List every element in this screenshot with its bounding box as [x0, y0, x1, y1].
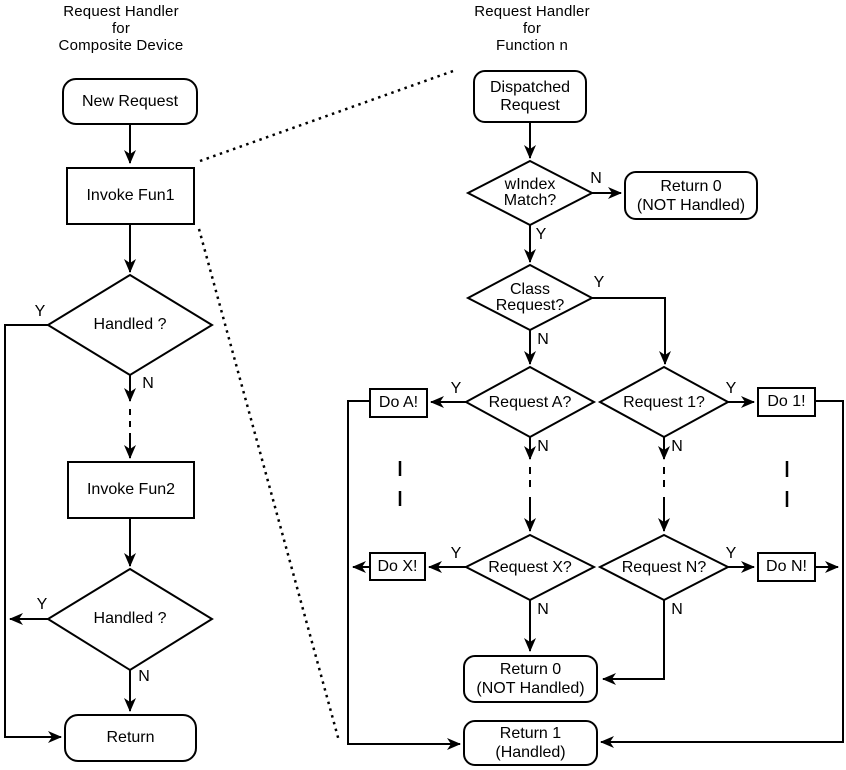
request-1-label: Request 1? [623, 394, 705, 411]
request-n-no-label: N [671, 601, 683, 618]
do-1-node: Do 1! [757, 387, 816, 417]
line-do1-to-return1 [600, 400, 844, 748]
line-doa-to-return1 [347, 400, 461, 750]
request-1-no-label: N [671, 438, 683, 455]
windex-no-label: N [590, 170, 602, 187]
return0-bottom-node: Return 0 (NOT Handled) [463, 655, 598, 703]
request-1-yes-label: Y [725, 380, 737, 397]
do-n-node: Do N! [757, 552, 816, 582]
handled2-no-label: N [138, 668, 150, 685]
request-x-label: Request X? [488, 559, 572, 576]
request-n-label: Request N? [621, 559, 707, 576]
do-x-node: Do X! [369, 552, 426, 581]
do-a-node: Do A! [369, 388, 428, 418]
left-chart-title: Request Handler for Composite Device [58, 3, 184, 54]
handled1-yes-label: Y [34, 303, 46, 320]
invoke-fun2-node: Invoke Fun2 [67, 461, 195, 519]
class-request-label: Class Request? [495, 281, 565, 314]
handled1-label: Handled ? [93, 316, 167, 333]
request-a-no-label: N [537, 438, 549, 455]
request-x-yes-label: Y [450, 545, 462, 562]
new-request-node: New Request [62, 78, 198, 125]
dotted-leader-top [199, 68, 457, 163]
handled2-yes-label: Y [36, 596, 48, 613]
line-handled1-yes-to-return [4, 324, 62, 743]
request-a-diamond [463, 365, 597, 439]
return0-top-node: Return 0 (NOT Handled) [624, 171, 758, 220]
dotted-leader-bottom [197, 228, 341, 742]
windex-match-diamond [465, 159, 595, 227]
handled2-diamond [46, 567, 214, 672]
request-n-yes-label: Y [725, 545, 737, 562]
request-a-yes-label: Y [450, 380, 462, 397]
class-request-diamond [465, 263, 595, 332]
class-yes-label: Y [593, 274, 605, 291]
windex-yes-label: Y [535, 226, 547, 243]
line-class-yes-to-request1 [592, 297, 671, 365]
invoke-fun1-node: Invoke Fun1 [66, 167, 195, 225]
handled2-label: Handled ? [93, 610, 167, 627]
dispatched-request-node: Dispatched Request [473, 70, 587, 123]
request-n-diamond [597, 533, 731, 602]
handled1-no-label: N [142, 375, 154, 392]
class-no-label: N [537, 331, 549, 348]
return1-node: Return 1 (Handled) [463, 720, 598, 766]
line-requestn-no-to-return0 [602, 600, 665, 685]
request-x-no-label: N [537, 601, 549, 618]
right-chart-title: Request Handler for Function n [474, 3, 590, 54]
request-1-diamond [597, 365, 731, 439]
return-node: Return [64, 714, 197, 762]
request-a-label: Request A? [488, 394, 572, 411]
windex-match-label: wIndex Match? [503, 176, 557, 209]
handled1-diamond [46, 273, 214, 377]
request-x-diamond [463, 533, 597, 602]
